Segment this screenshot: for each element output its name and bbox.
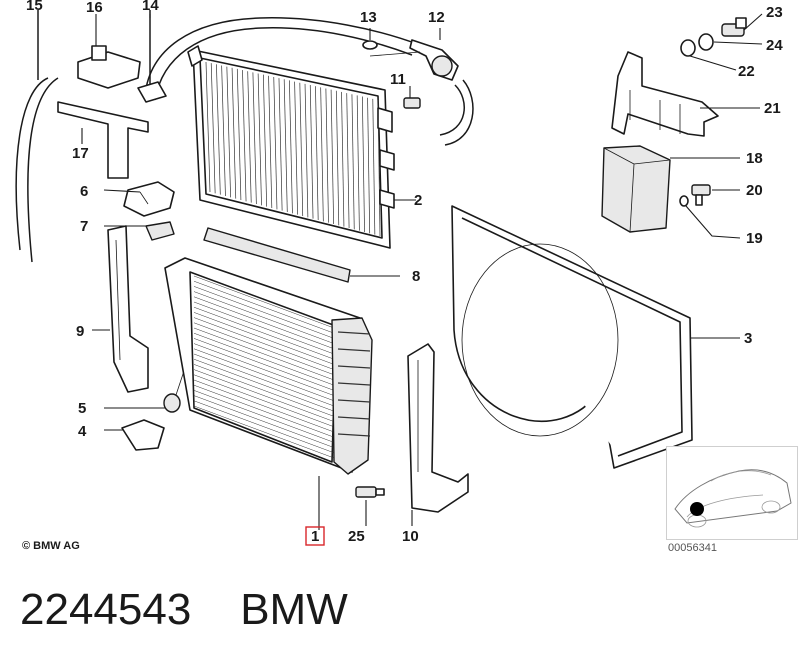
part-number-caption: 2244543 BMW <box>20 585 348 634</box>
bracket-part <box>57 101 149 179</box>
control-unit <box>601 145 671 233</box>
callout-17: 17 <box>72 145 89 162</box>
callout-4: 4 <box>78 423 87 440</box>
screw-part <box>403 97 421 109</box>
callout-10: 10 <box>402 528 419 545</box>
callout-14: 14 <box>142 0 159 14</box>
air-guide-left <box>107 225 149 393</box>
bolt-20 <box>691 184 711 206</box>
callout-20: 20 <box>746 182 763 199</box>
callout-15: 15 <box>26 0 43 14</box>
condenser <box>187 45 395 249</box>
callout-8: 8 <box>412 268 420 285</box>
air-guide-right <box>407 343 469 513</box>
callout-23: 23 <box>766 4 783 21</box>
callout-6: 6 <box>80 183 88 200</box>
callout-labels: 1 2 3 4 5 6 7 8 9 10 11 12 13 14 15 16 1… <box>26 0 783 546</box>
location-marker <box>690 502 704 516</box>
sensor-part <box>77 45 141 89</box>
valve-part <box>369 39 459 81</box>
copyright-text: © BMW AG <box>22 540 80 552</box>
clip-part <box>145 221 175 241</box>
washer-part <box>362 40 378 50</box>
rubber-mount <box>163 364 187 413</box>
callout-25: 25 <box>348 528 365 545</box>
callout-1-highlight <box>305 526 325 546</box>
hose-left <box>15 10 59 263</box>
bolt-part <box>355 486 385 498</box>
diagram-reference: 00056341 <box>668 542 717 554</box>
callout-1: 1 <box>311 528 319 545</box>
callout-19: 19 <box>746 230 763 247</box>
mount-part <box>123 181 175 217</box>
callout-3: 3 <box>744 330 752 347</box>
callout-24: 24 <box>766 37 783 54</box>
radiator <box>164 257 373 475</box>
holder-bracket <box>611 51 719 137</box>
callout-22: 22 <box>738 63 755 80</box>
callout-2: 2 <box>414 192 422 209</box>
washers-24 <box>680 33 714 57</box>
callout-7: 7 <box>80 218 88 235</box>
callout-9: 9 <box>76 323 84 340</box>
seal-strip <box>203 227 351 283</box>
fan-shroud <box>451 205 693 469</box>
bolt-23 <box>721 17 747 37</box>
hose-right <box>439 79 474 146</box>
callout-13: 13 <box>360 9 377 26</box>
callout-5: 5 <box>78 400 86 417</box>
support-bracket <box>121 419 165 451</box>
vehicle-thumbnail <box>666 446 798 540</box>
car-outline-icon <box>674 469 792 528</box>
callout-18: 18 <box>746 150 763 167</box>
leader-lines <box>81 13 763 530</box>
callout-12: 12 <box>428 9 445 26</box>
callout-11: 11 <box>390 71 406 88</box>
washer-19 <box>679 195 689 207</box>
callout-21: 21 <box>764 100 781 117</box>
callout-16: 16 <box>86 0 103 16</box>
